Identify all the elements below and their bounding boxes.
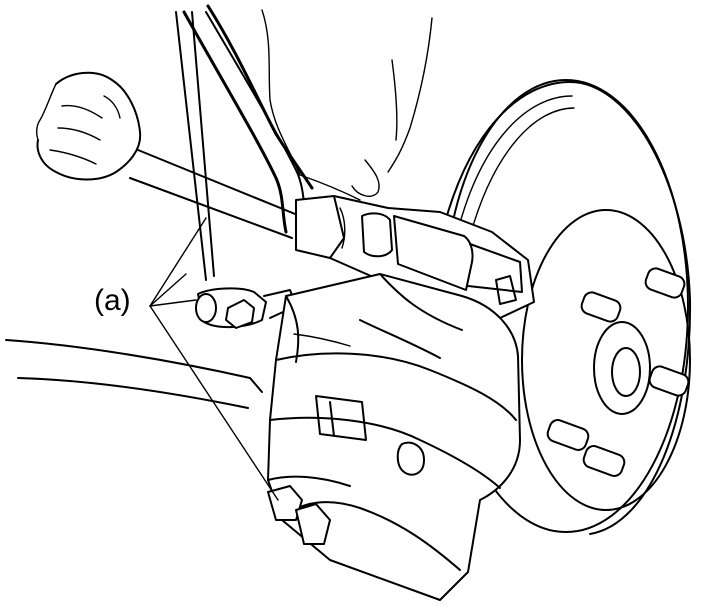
hand — [35, 71, 142, 181]
wheel-stud-4 — [546, 419, 590, 451]
caliper-body — [267, 273, 521, 601]
strut-background — [261, 9, 433, 201]
wheel-studs — [546, 267, 690, 477]
wheel-stud-2 — [580, 291, 622, 323]
suspension-arm — [5, 339, 263, 409]
wheel-stud-5 — [582, 445, 626, 477]
callout-a-leaders — [149, 217, 279, 501]
caliper-bracket — [295, 195, 535, 319]
wheel-stud-3 — [648, 365, 690, 397]
callout-label-a: (a) — [94, 284, 131, 317]
wheel-stud-1 — [644, 267, 686, 299]
wrench — [129, 149, 301, 239]
